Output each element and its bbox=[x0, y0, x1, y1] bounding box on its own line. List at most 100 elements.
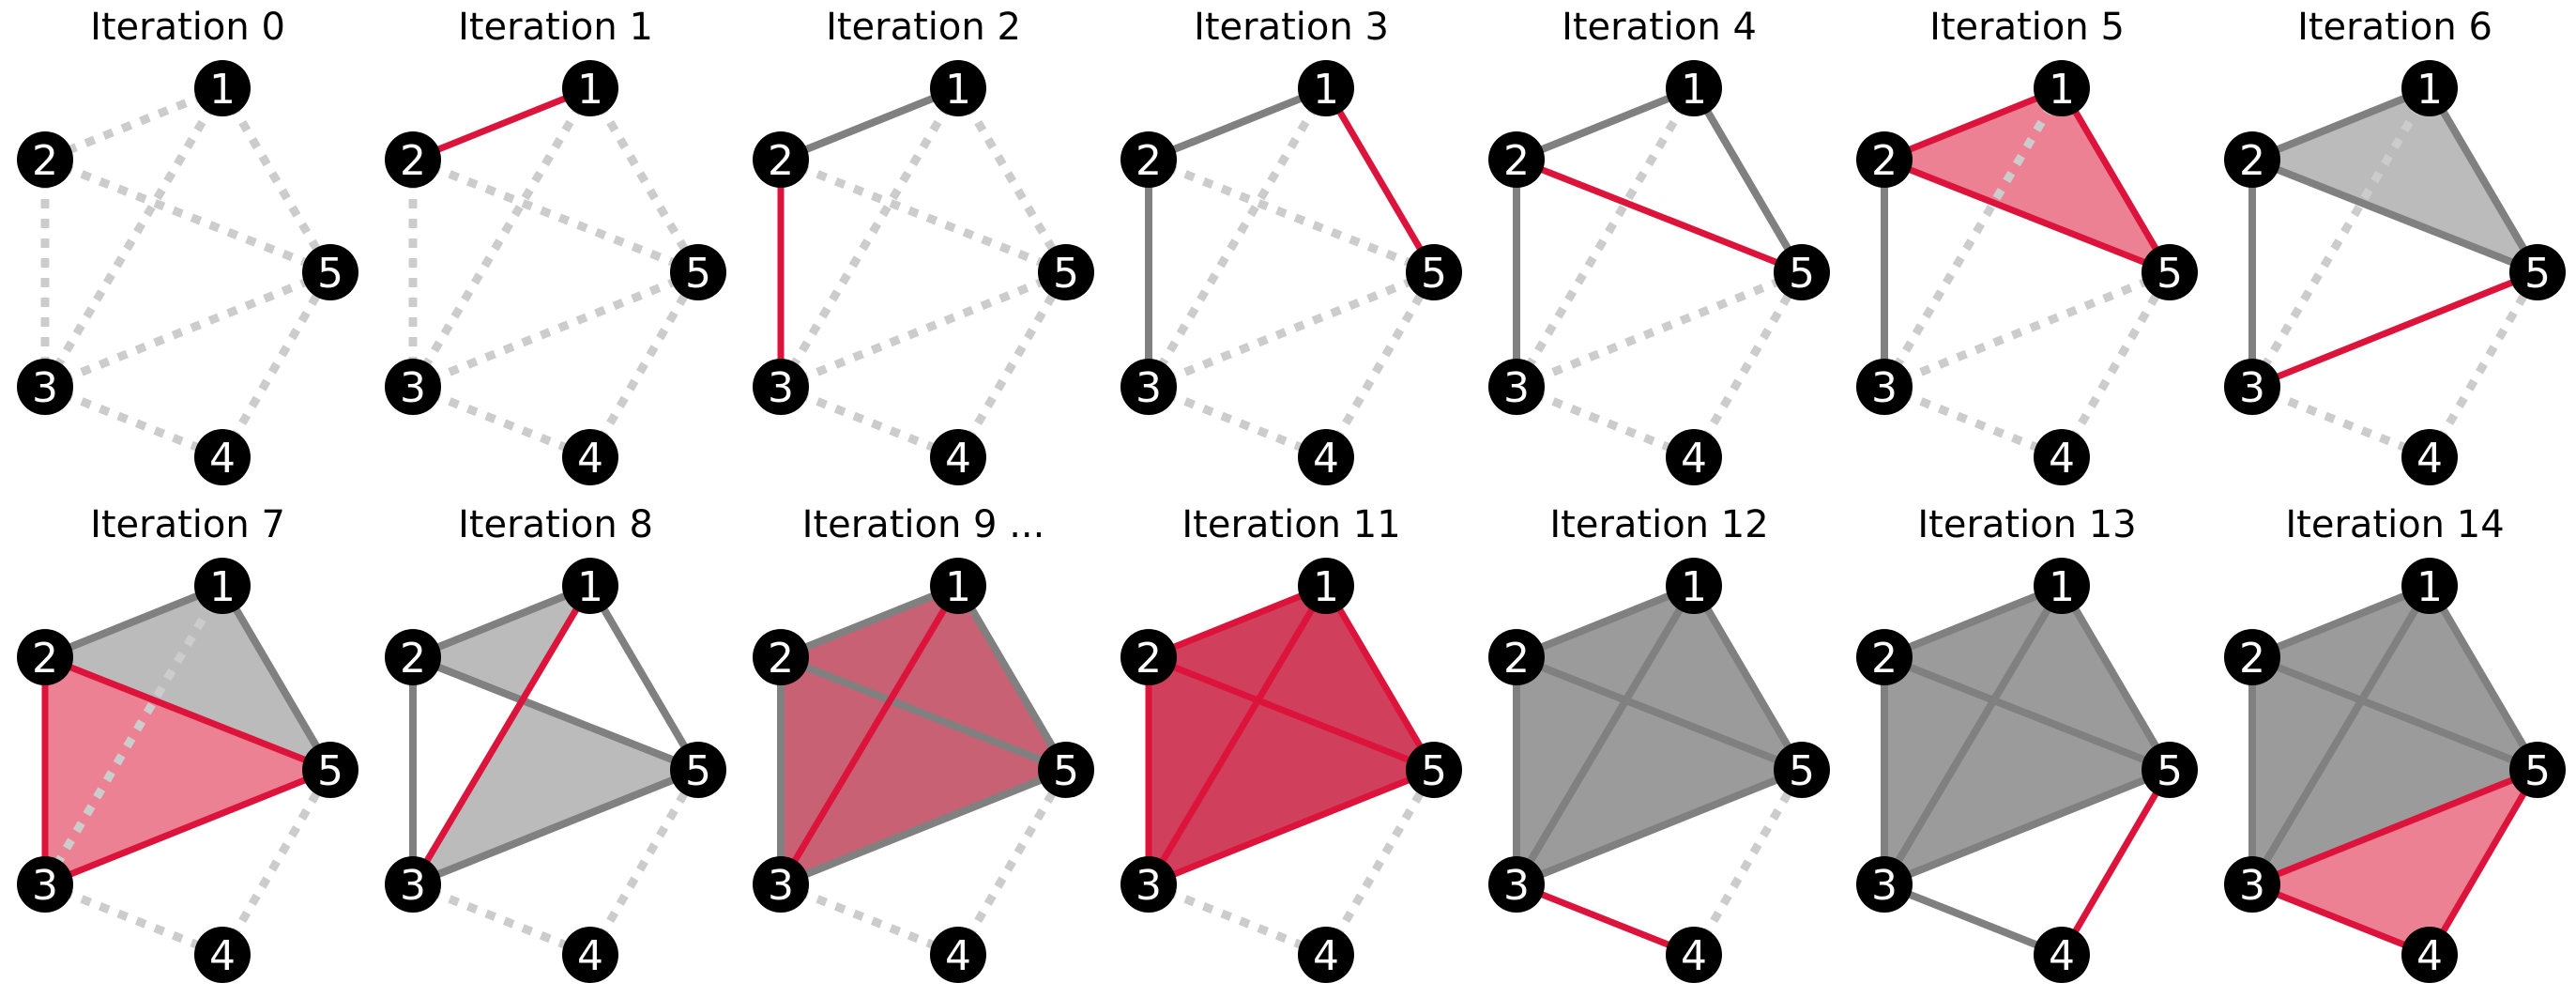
edge-present bbox=[2250, 582, 2431, 661]
filled-face bbox=[1884, 88, 2170, 272]
filled-face bbox=[1884, 586, 2170, 884]
panel-title: Iteration 9 ... bbox=[802, 503, 1045, 546]
node-label: 1 bbox=[2416, 66, 2443, 114]
edge-absent bbox=[1322, 767, 1438, 958]
edge-active bbox=[2426, 768, 2541, 957]
edge-active bbox=[2250, 881, 2431, 959]
node-label: 2 bbox=[1503, 635, 1530, 683]
filled-face bbox=[2252, 770, 2538, 955]
node-circle bbox=[2509, 244, 2566, 300]
node-label: 5 bbox=[1789, 747, 1815, 795]
edge-active bbox=[1882, 156, 2172, 276]
node-circle bbox=[670, 742, 726, 798]
node-circle bbox=[1856, 856, 1913, 913]
node-label: 3 bbox=[400, 862, 426, 910]
edge-absent bbox=[411, 268, 700, 392]
node-circle bbox=[17, 131, 73, 188]
node-label: 3 bbox=[2239, 364, 2265, 412]
node-label: 4 bbox=[1681, 435, 1707, 483]
node-label: 3 bbox=[1136, 862, 1162, 910]
edge-present bbox=[1515, 582, 1696, 661]
filled-face bbox=[413, 586, 698, 884]
node-label: 4 bbox=[577, 932, 603, 980]
edge-absent bbox=[779, 382, 960, 462]
node-label: 1 bbox=[2416, 563, 2443, 611]
node-circle bbox=[2034, 60, 2090, 116]
node-circle bbox=[930, 429, 986, 485]
edge-present bbox=[2250, 156, 2539, 276]
node-circle bbox=[2509, 742, 2566, 798]
node-label: 3 bbox=[1503, 862, 1530, 910]
node-label: 3 bbox=[32, 862, 58, 910]
node-label: 5 bbox=[317, 747, 343, 795]
node-circle bbox=[1856, 629, 1913, 685]
node-label: 2 bbox=[1136, 137, 1162, 185]
panel-title: Iteration 4 bbox=[1562, 6, 1757, 49]
edge-present bbox=[1881, 583, 2065, 887]
edge-absent bbox=[587, 767, 702, 958]
edge-absent bbox=[1690, 269, 1806, 460]
node-circle bbox=[2224, 856, 2280, 913]
filled-face bbox=[45, 657, 330, 884]
edge-present bbox=[587, 583, 702, 773]
node-circle bbox=[2401, 558, 2458, 614]
node-circle bbox=[1488, 131, 1545, 188]
node-label: 2 bbox=[2239, 635, 2265, 683]
edge-present bbox=[779, 766, 1068, 888]
edge-absent bbox=[2058, 269, 2173, 460]
edge-active bbox=[1515, 881, 1696, 959]
edge-absent bbox=[1322, 269, 1438, 460]
node-label: 3 bbox=[1871, 364, 1898, 412]
panel-title: Iteration 0 bbox=[90, 6, 285, 49]
node-label: 3 bbox=[2239, 862, 2265, 910]
node-circle bbox=[1856, 359, 1913, 415]
node-circle bbox=[562, 60, 618, 116]
edge-absent bbox=[1882, 382, 2064, 462]
edge-absent bbox=[779, 268, 1068, 392]
edge-present bbox=[2250, 653, 2539, 774]
node-circle bbox=[2224, 629, 2280, 685]
panel-title: Iteration 1 bbox=[458, 6, 653, 49]
node-label: 3 bbox=[768, 862, 794, 910]
node-circle bbox=[2224, 131, 2280, 188]
node-circle bbox=[17, 856, 73, 913]
panel-title: Iteration 6 bbox=[2297, 6, 2492, 49]
edge-present bbox=[1515, 84, 1696, 163]
edge-absent bbox=[777, 85, 962, 390]
panel-title: Iteration 12 bbox=[1549, 503, 1768, 546]
edge-absent bbox=[1147, 880, 1328, 960]
edge-absent bbox=[411, 880, 592, 960]
edge-active bbox=[1147, 653, 1436, 774]
edge-present bbox=[219, 583, 334, 773]
edge-present bbox=[1147, 84, 1328, 163]
node-circle bbox=[385, 856, 441, 913]
node-label: 1 bbox=[945, 563, 971, 611]
edge-absent bbox=[1513, 85, 1698, 390]
edge-absent bbox=[1690, 767, 1806, 958]
edge-absent bbox=[954, 767, 1070, 958]
edge-absent bbox=[43, 268, 332, 392]
node-label: 3 bbox=[768, 364, 794, 412]
node-label: 2 bbox=[768, 137, 794, 185]
edge-absent bbox=[411, 382, 592, 462]
node-label: 1 bbox=[2049, 66, 2075, 114]
edge-present bbox=[43, 582, 224, 661]
node-label: 4 bbox=[2416, 435, 2443, 483]
edge-active bbox=[2058, 86, 2173, 274]
edge-present bbox=[954, 583, 1070, 773]
node-circle bbox=[194, 927, 251, 983]
edge-present bbox=[1882, 766, 2172, 888]
filled-face bbox=[2252, 586, 2538, 884]
node-label: 5 bbox=[685, 250, 711, 298]
node-circle bbox=[1298, 558, 1354, 614]
node-label: 4 bbox=[945, 435, 971, 483]
edge-present bbox=[2058, 583, 2173, 773]
edge-absent bbox=[1882, 268, 2172, 392]
node-circle bbox=[302, 244, 358, 300]
edge-present bbox=[2426, 85, 2541, 275]
node-circle bbox=[562, 927, 618, 983]
